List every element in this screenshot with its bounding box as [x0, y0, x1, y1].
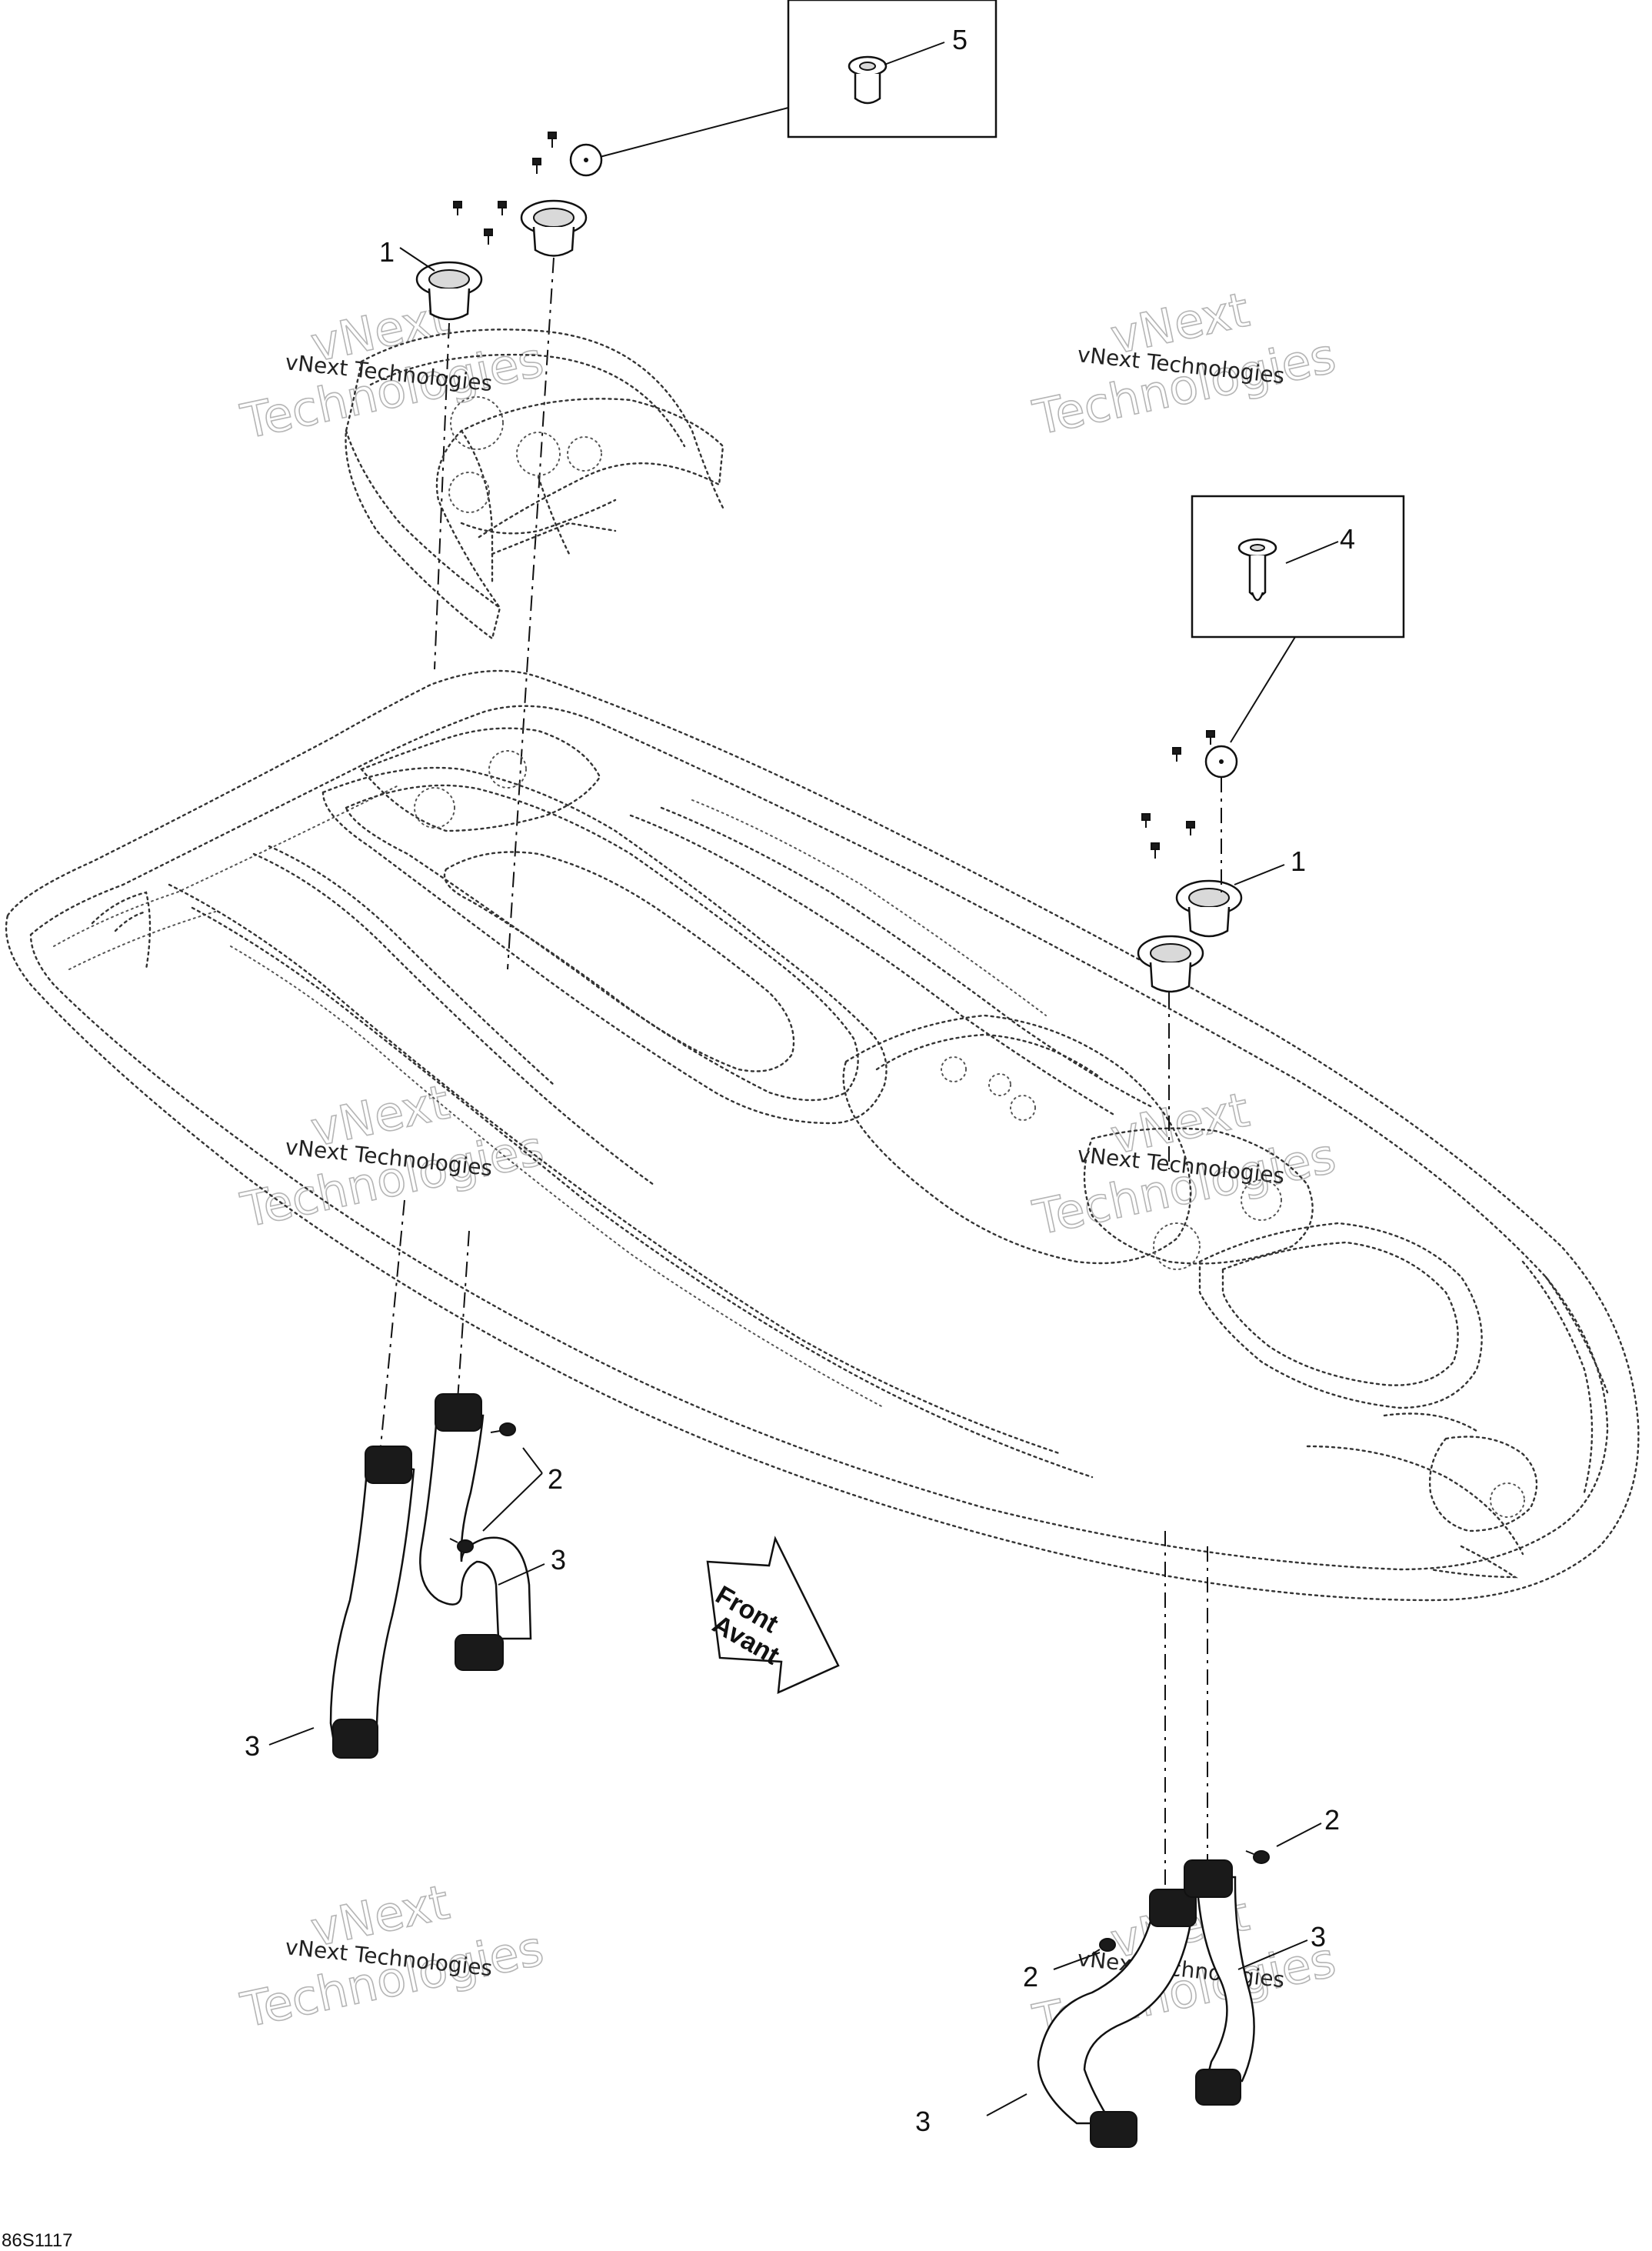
callout-4: 4: [1340, 523, 1355, 555]
screw-icon: [1151, 842, 1160, 859]
screw-icon: [548, 132, 557, 148]
vent-cup-upper-right: [520, 199, 588, 257]
callout-1-top: 1: [379, 236, 395, 268]
fastener-icon: [490, 1422, 516, 1436]
screw-icon: [532, 158, 541, 174]
fastener-icon: [449, 1538, 474, 1553]
watermark-group-5: vNext Technologies vNext Technologies: [235, 1873, 548, 2039]
watermark-group-3: vNext Technologies vNext Technologies: [235, 1073, 548, 1239]
vent-cup-front-left: [1137, 935, 1204, 993]
detail-box-plug-4: 4: [1191, 495, 1405, 639]
screw-icon: [453, 201, 462, 215]
callout-3-left-upper: 3: [551, 1544, 566, 1576]
vent-hose-front: [1037, 1859, 1255, 2148]
callout-5: 5: [952, 24, 968, 55]
screw-icon: [1141, 813, 1151, 828]
callout-3-right-upper: 3: [1311, 1921, 1326, 1953]
vent-hose-rear: [329, 1393, 532, 1759]
watercraft-deck: [5, 669, 1640, 1602]
screw-icon: [1172, 747, 1181, 762]
watermark-group-4: vNext Technologies vNext Technologies: [1028, 1081, 1341, 1247]
fastener-icon: [1091, 1938, 1116, 1955]
screw-icon: [1186, 821, 1195, 835]
callout-1-right: 1: [1291, 845, 1306, 877]
callout-3-right-lower: 3: [915, 2106, 931, 2137]
watermark-group-1: vNext Technologies vNext Technologies: [235, 288, 548, 451]
screw-icon: [484, 228, 493, 245]
vent-cup-front-right: [1175, 879, 1243, 938]
screw-icon: [498, 201, 507, 215]
callout-2-left: 2: [548, 1463, 563, 1495]
front-direction-arrow: Front Avant: [706, 1536, 840, 1695]
reference-code: 86S1117: [2, 2230, 73, 2251]
callout-2-right-bottom: 2: [1023, 1961, 1038, 1993]
upper-screws: [453, 132, 557, 245]
callout-2-right-top: 2: [1324, 1804, 1340, 1836]
screw-icon: [1206, 730, 1215, 745]
fastener-icon: [1245, 1850, 1270, 1864]
front-screws: [1141, 730, 1215, 859]
detail-box-plug-5: 5: [787, 0, 998, 138]
watermark-group-2: vNext Technologies vNext Technologies: [1028, 281, 1341, 447]
vent-cup-upper-left: [415, 261, 483, 321]
rear-deck-cover: [345, 328, 724, 641]
callout-3-left-lower: 3: [245, 1730, 260, 1762]
